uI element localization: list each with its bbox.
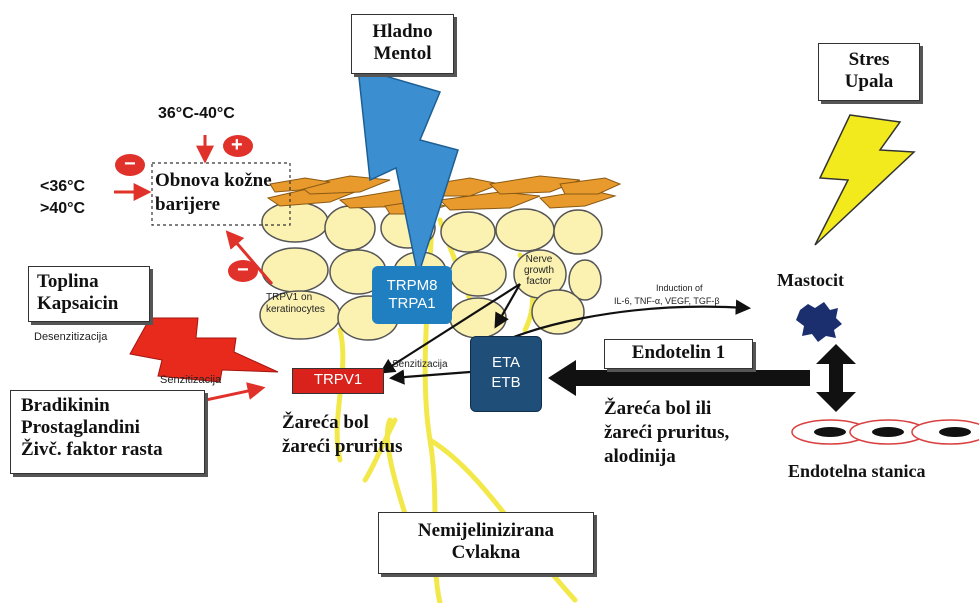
allodynia-line2: žareći pruritus, (604, 422, 730, 443)
fibers-label: Cvlakna (451, 542, 521, 563)
barrier-dashed-frame (151, 162, 291, 226)
etb-label: ETB (491, 374, 521, 391)
eta-etb-receptor: ETA ETB (470, 336, 542, 412)
stress-inflammation-box: Stres Upala (818, 43, 920, 101)
yellow-lightning (814, 114, 916, 246)
ngf-line1: Nerve (525, 254, 553, 265)
trpv1-receptor: TRPV1 (292, 368, 384, 394)
mast-cell-label: Mastocit (777, 270, 844, 290)
ngf-line3: factor (526, 276, 552, 287)
unmyelinated-label: Nemijelinizirana (417, 520, 555, 541)
heat-label: Toplina (37, 271, 99, 292)
menthol-label: Mentol (373, 43, 432, 64)
cold-label: Hladno (372, 21, 433, 42)
sensitization-mid-label: Senzitizacija (392, 359, 448, 370)
vertical-double-arrow (816, 344, 856, 412)
trpm8-trpa1-receptor: TRPM8 TRPA1 (372, 266, 452, 324)
endotelin-arrow (548, 360, 810, 396)
stress-label: Stres (848, 49, 890, 70)
trpm8-label: TRPM8 (386, 277, 438, 294)
barrier-label: barijere (155, 194, 221, 215)
blue-lightning (357, 66, 459, 279)
eta-label: ETA (491, 354, 521, 371)
ngf-line2: growth (524, 265, 555, 276)
nerve-growth-factor-label: Nerve growth factor (524, 254, 554, 287)
barrier-repair-label: Obnova kožne (155, 170, 272, 191)
sensitization-left-label: Senzitizacija (160, 374, 222, 386)
allodynia-line1: Žareća bol ili (604, 398, 712, 419)
temp-low-label: <36°C (40, 178, 86, 195)
mediators-box: Bradikinin Prostaglandini Živč. faktor r… (10, 390, 205, 474)
heat-capsaicin-box: Toplina Kapsaicin (28, 266, 150, 322)
cold-menthol-box: Hladno Mentol (351, 14, 454, 74)
unmyelinated-fibers-box: Nemijelinizirana Cvlakna (378, 512, 594, 574)
burning-pruritus-label: žareći pruritus (282, 436, 403, 457)
endothelin-box: Endotelin 1 (604, 339, 753, 369)
temp-high-label: 36°C-40°C (158, 105, 235, 122)
plus-marker (223, 135, 253, 157)
induction-label: Induction of (656, 283, 703, 293)
minus-marker-bottom (228, 260, 258, 282)
endothelial-cells (791, 419, 979, 445)
temp-high-extreme-label: >40°C (40, 200, 86, 217)
cytokines-label: IL-6, TNF-α, VEGF, TGF-β (614, 296, 720, 306)
minus-sign-left: − (124, 153, 136, 175)
capsaicin-label: Kapsaicin (37, 293, 119, 314)
allodynia-line3: alodinija (604, 446, 676, 467)
bradykinin-label: Bradikinin (21, 395, 110, 416)
minus-sign-bottom: − (237, 259, 249, 281)
trpa1-label: TRPA1 (388, 295, 436, 312)
trpv1-keratinocytes-label: TRPV1 on keratinocytes (266, 292, 325, 315)
ngf-label: Živč. faktor rasta (21, 439, 163, 460)
desensitization-label: Desenzitizacija (34, 331, 108, 343)
inflammation-label: Upala (844, 71, 894, 92)
minus-marker-left (115, 154, 145, 176)
mast-cell (796, 302, 842, 342)
prostaglandins-label: Prostaglandini (21, 417, 140, 438)
endothelial-cell-label: Endotelna stanica (788, 461, 926, 481)
plus-sign: + (231, 134, 243, 156)
burning-pain-label: Žareća bol (282, 412, 369, 433)
red-lightning (129, 317, 279, 383)
